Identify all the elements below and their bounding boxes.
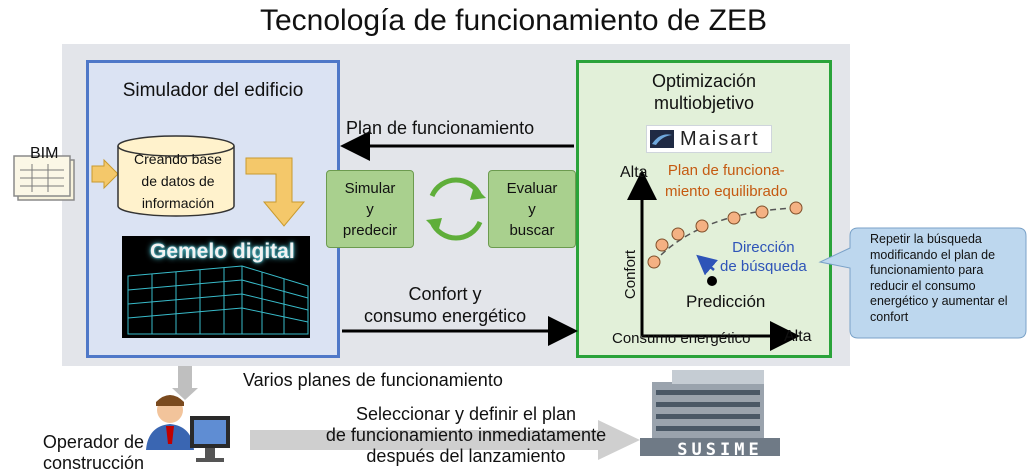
direction-line-2: de búsqueda	[720, 258, 807, 275]
plan-arrow-label: Plan de funcionamiento	[346, 118, 535, 138]
database-line-1: Creando base	[134, 151, 222, 167]
search-direction-label: Dirección de búsqueda	[720, 238, 807, 276]
chart-x-high-label: Alta	[784, 328, 812, 345]
building-sign: SUSIME	[677, 440, 763, 460]
office-building-icon	[640, 370, 780, 456]
optimizer-title: Optimización multiobjetivo	[576, 70, 832, 114]
comfort-line-1: Confort y	[408, 284, 482, 304]
database-label: Creando base de datos de información	[118, 148, 238, 214]
down-gray-arrow	[172, 366, 198, 400]
evaluate-search-box: Evaluar y buscar	[488, 170, 576, 248]
bim-document-icon	[13, 155, 75, 201]
simulate-line-2: y	[366, 200, 374, 218]
wireframe-building-icon	[127, 265, 309, 335]
database-cylinder-icon	[117, 135, 235, 217]
evaluate-line-1: Evaluar	[506, 179, 558, 197]
right-gray-arrow	[250, 420, 640, 460]
direction-line-1: Dirección	[732, 239, 795, 256]
chart-y-axis-label: Confort	[622, 249, 640, 300]
operator-label: Operador de construcción	[2, 432, 144, 474]
pareto-curve	[653, 207, 797, 263]
operator-line-1: Operador de	[42, 432, 144, 452]
evaluate-line-2: y	[528, 200, 536, 218]
digital-twin-image	[122, 236, 310, 338]
database-line-3: información	[141, 195, 215, 211]
callout-text: Repetir la búsqueda modificando el plan …	[870, 232, 1008, 324]
chart-x-axis-label: Consumo energético	[612, 330, 751, 347]
multiple-plans-label: Varios planes de funcionamiento	[243, 370, 503, 390]
operator-line-2: construcción	[42, 453, 144, 473]
simulator-title: Simulador del edificio	[122, 80, 304, 101]
prediction-point	[707, 276, 717, 286]
callout-bubble	[818, 227, 1027, 339]
maisart-logo-text: Maisart	[680, 128, 760, 150]
prediction-label: Predicción	[686, 292, 766, 311]
database-line-2: de datos de	[141, 173, 215, 189]
balanced-plan-line-2: miento equilibrado	[665, 183, 788, 200]
comfort-arrow-label: Confort y consumo energético	[364, 283, 526, 327]
simulate-predict-box: Simular y predecir	[326, 170, 414, 248]
select-line-3: después del lanzamiento	[366, 446, 566, 466]
pareto-points	[647, 201, 803, 269]
digital-twin-label: Gemelo digital	[150, 240, 295, 263]
optimizer-title-line-2: multiobjetivo	[653, 93, 755, 113]
evaluate-line-3: buscar	[509, 221, 555, 239]
search-direction-arrow	[696, 254, 718, 276]
balanced-plan-label: Plan de funciona- miento equilibrado	[665, 160, 788, 202]
select-plan-label: Seleccionar y definir el plan de funcion…	[296, 404, 636, 467]
database-to-twin-arrow	[245, 157, 306, 227]
optimizer-title-line-1: Optimización	[651, 71, 757, 91]
bim-label: BIM	[30, 145, 59, 162]
maisart-logo-icon	[650, 130, 674, 148]
balanced-plan-line-1: Plan de funciona-	[667, 162, 785, 179]
simulate-line-1: Simular	[344, 179, 396, 197]
comfort-line-2: consumo energético	[364, 306, 527, 326]
page-title: Tecnología de funcionamiento de ZEB	[260, 4, 767, 37]
chart-y-high-label: Alta	[620, 164, 648, 181]
select-line-1: Seleccionar y definir el plan	[355, 404, 577, 424]
optimizer-box	[576, 60, 832, 358]
bim-arrow	[91, 158, 119, 190]
operator-icon	[146, 395, 230, 462]
simulate-line-3: predecir	[342, 221, 398, 239]
select-line-2: de funcionamiento inmediatamente	[325, 425, 607, 445]
cycle-arrows-icon	[429, 177, 483, 241]
